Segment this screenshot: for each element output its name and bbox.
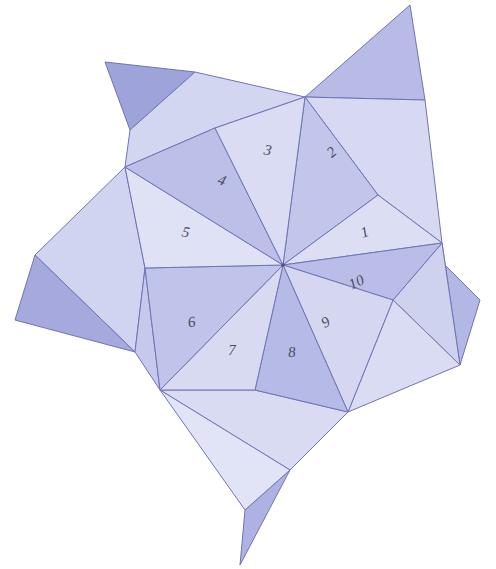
fan-triangle [145,265,283,390]
flap [305,5,425,100]
flap [160,390,290,510]
center-point [281,263,285,267]
fan-triangle [215,97,305,265]
callout-number: 8 [288,344,297,360]
flap [15,255,135,352]
callout-number: 7 [228,343,236,358]
